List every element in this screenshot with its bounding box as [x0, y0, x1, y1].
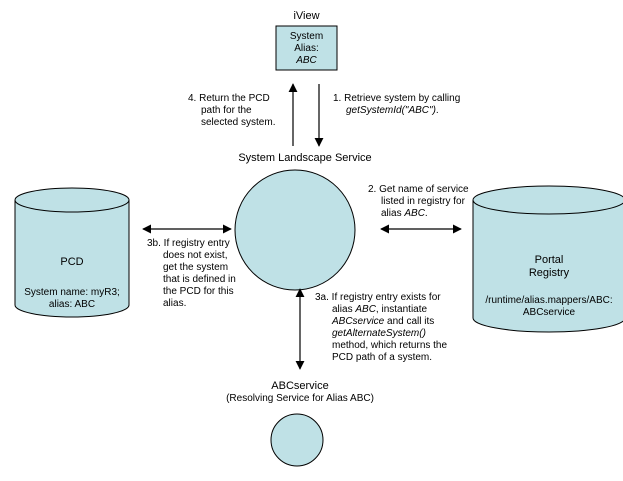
iview-box-line1: System — [289, 31, 324, 42]
step3a-line3-suffix: and call its — [384, 316, 435, 327]
step3a-line3-it: ABCservice — [332, 316, 385, 327]
step2-line2: listed in registry for — [381, 196, 465, 207]
step1-line2-suffix: . — [435, 105, 439, 116]
portal-registry-cylinder — [472, 185, 623, 333]
step1-line2: getSystemId("ABC") — [346, 105, 436, 116]
pcd-line2: alias: ABC — [48, 299, 96, 310]
step1-annotation: 1. Retrieve system by calling getSystemI… — [333, 93, 460, 117]
step4-line2: path for the — [201, 105, 252, 116]
step3a-line2-prefix: alias — [332, 304, 356, 315]
step3b-line4: that is defined in — [163, 274, 236, 285]
registry-details: /runtime/alias.mappers/ABC: ABCservice — [473, 295, 623, 319]
registry-line3: /runtime/alias.mappers/ABC: — [485, 295, 613, 306]
step2-line3-prefix: alias — [381, 208, 405, 219]
step3b-line1: 3b. If registry entry — [147, 238, 230, 249]
system-landscape-service-circle — [234, 169, 356, 291]
step2-annotation: 2. Get name of service listed in registr… — [368, 184, 469, 220]
step3b-annotation: 3b. If registry entry does not exist, ge… — [147, 238, 236, 310]
step3b-line3: get the system — [163, 262, 229, 273]
pcd-line1: System name: myR3; — [24, 287, 120, 298]
step2-line3-it: ABC — [404, 208, 425, 219]
pcd-title: PCD — [60, 256, 84, 268]
registry-line4: ABCservice — [522, 307, 576, 318]
abcservice-title: ABCservice — [271, 380, 329, 392]
iview-title: iView — [293, 10, 320, 22]
step3a-line5: method, which returns the — [332, 340, 448, 351]
iview-box-line2: Alias: — [294, 43, 319, 54]
step3a-line2-it: ABC — [355, 304, 376, 315]
iview-box-label: System Alias: ABC — [276, 31, 337, 67]
pcd-cylinder — [14, 187, 130, 318]
step4-annotation: 4. Return the PCD path for the selected … — [188, 93, 275, 129]
step3a-line2-suffix: , instantiate — [375, 304, 428, 315]
step3b-line6: alias. — [163, 298, 187, 309]
step4-line3: selected system. — [201, 117, 276, 128]
step2-line3-suffix: . — [424, 208, 428, 219]
pcd-details: System name: myR3; alias: ABC — [15, 287, 129, 311]
step4-line1: 4. Return the PCD — [188, 93, 270, 104]
abcservice-circle — [270, 413, 324, 467]
registry-line2: Registry — [528, 267, 570, 279]
step3a-line6: PCD path of a system. — [332, 352, 433, 363]
iview-box — [275, 25, 338, 71]
registry-title: Portal Registry — [473, 254, 623, 280]
step1-line1: 1. Retrieve system by calling — [333, 93, 461, 104]
registry-line1: Portal — [534, 254, 564, 266]
sls-title: System Landscape Service — [238, 152, 372, 164]
iview-box-line3: ABC — [296, 55, 317, 66]
step3b-line2: does not exist, — [163, 250, 228, 261]
step2-line1: 2. Get name of service — [368, 184, 469, 195]
abcservice-subtitle: (Resolving Service for Alias ABC) — [226, 393, 374, 404]
step3a-annotation: 3a. If registry entry exists for alias A… — [315, 292, 447, 364]
step3a-line1: 3a. If registry entry exists for — [315, 292, 441, 303]
step3a-line4-it: getAlternateSystem() — [332, 328, 426, 339]
step3b-line5: the PCD for this — [163, 286, 234, 297]
